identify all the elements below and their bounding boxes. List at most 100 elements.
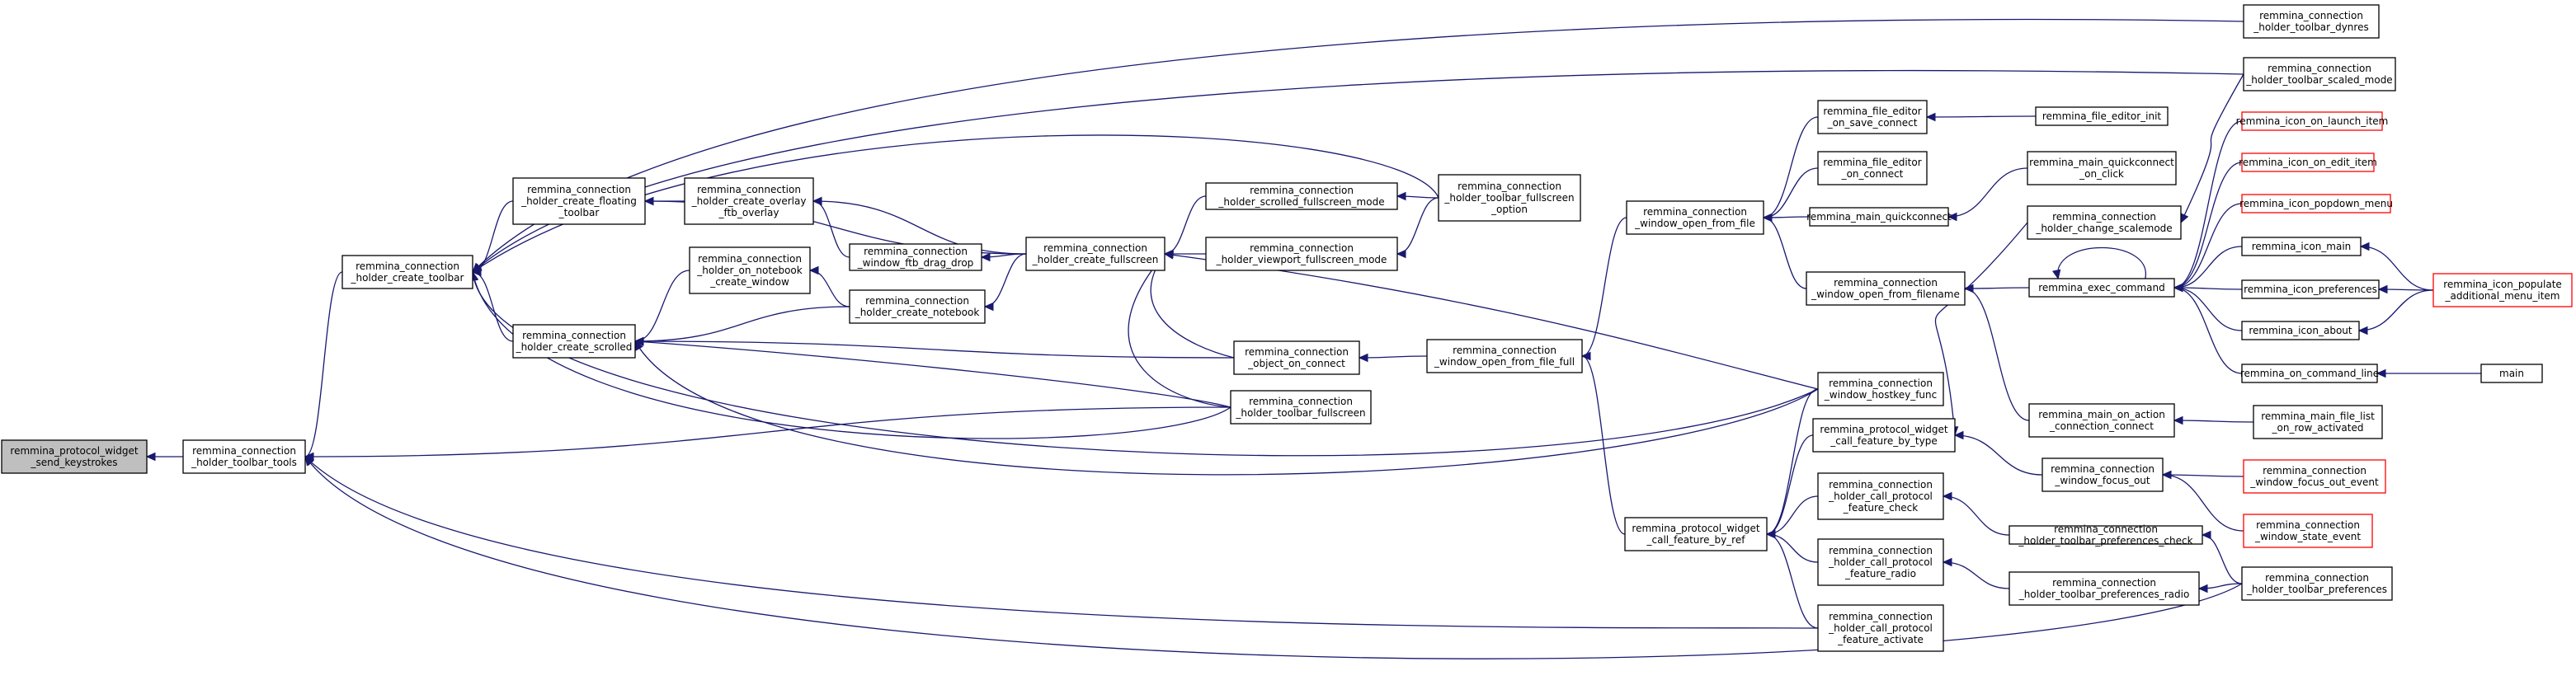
node-label: _holder_call_protocol xyxy=(1828,622,1933,634)
node-box xyxy=(2241,364,2378,383)
node-icon-populate[interactable]: remmina_icon_populate_additional_menu_it… xyxy=(2432,273,2573,307)
node-tb-preferences[interactable]: remmina_connection_holder_toolbar_prefer… xyxy=(2241,566,2393,601)
node-box xyxy=(2027,205,2182,240)
node-icon-edit[interactable]: remmina_icon_on_edit_item xyxy=(2239,152,2377,172)
node-main[interactable]: main xyxy=(2480,364,2543,383)
node-icon-about[interactable]: remmina_icon_about xyxy=(2241,321,2360,340)
node-icon-prefs[interactable]: remmina_icon_preferences xyxy=(2241,279,2380,299)
node-box xyxy=(2243,57,2396,91)
edge-tb_tools-to-root xyxy=(145,452,183,462)
edge-fe_init-to-fe_save_connect xyxy=(1925,112,2037,122)
node-hostkey-func[interactable]: remmina_connection_window_hostkey_func xyxy=(1817,372,1944,406)
node-box xyxy=(2241,566,2393,601)
node-box xyxy=(2480,364,2543,383)
edge-line xyxy=(1763,217,1807,289)
node-focus-out[interactable]: remmina_connection_window_focus_out xyxy=(2041,457,2164,492)
node-label: _holder_toolbar_scaled_mode xyxy=(2245,74,2392,86)
node-box xyxy=(2243,459,2386,494)
node-create-scrolled[interactable]: remmina_connection_holder_create_scrolle… xyxy=(512,324,636,359)
node-label: _holder_create_overlay xyxy=(691,195,807,207)
edge-tb_fullscreen-to-create_scrolled xyxy=(633,337,1231,408)
node-label: remmina_icon_populate xyxy=(2443,279,2562,290)
node-on-notebook[interactable]: remmina_connection_holder_on_notebook_cr… xyxy=(689,246,811,294)
node-scrolled-fs[interactable]: remmina_connection_holder_scrolled_fulls… xyxy=(1205,182,1398,210)
node-tb-fs-option[interactable]: remmina_connection_holder_toolbar_fullsc… xyxy=(1438,174,1581,222)
edge-line xyxy=(472,69,2244,273)
node-viewport-fs[interactable]: remmina_connection_holder_viewport_fulls… xyxy=(1205,237,1398,271)
node-mfl-row-activated[interactable]: remmina_main_file_list_on_row_activated xyxy=(2253,405,2383,439)
node-tb-pref-check[interactable]: remmina_connection_holder_toolbar_prefer… xyxy=(2009,523,2203,547)
node-label: remmina_connection xyxy=(1829,479,1933,490)
edge-arrowhead xyxy=(2173,283,2183,293)
edge-line xyxy=(634,270,690,342)
node-call-by-type[interactable]: remmina_protocol_widget_call_feature_by_… xyxy=(1812,418,1956,453)
node-call-by-ref[interactable]: remmina_protocol_widget_call_feature_by_… xyxy=(1624,517,1768,551)
node-tb-scaled-mode[interactable]: remmina_connection_holder_toolbar_scaled… xyxy=(2243,57,2396,91)
node-create-floating[interactable]: remmina_connection_holder_create_floatin… xyxy=(512,177,646,225)
edge-line xyxy=(2173,420,2254,423)
node-focus-out-event[interactable]: remmina_connection_window_focus_out_even… xyxy=(2243,459,2386,494)
node-box xyxy=(2243,514,2373,548)
node-mq-on-click[interactable]: remmina_main_quickconnect_on_click xyxy=(2027,151,2177,185)
edge-arrowhead xyxy=(1942,557,1952,567)
node-fe-on-connect[interactable]: remmina_file_editor_on_connect xyxy=(1817,151,1928,185)
node-object-on-connect[interactable]: remmina_connection_object_on_connect xyxy=(1233,340,1360,375)
node-box xyxy=(341,255,473,289)
node-root[interactable]: remmina_protocol_widget_send_keystrokes xyxy=(1,439,148,474)
node-open-file-full[interactable]: remmina_connection_window_open_from_file… xyxy=(1426,339,1583,373)
node-label: remmina_connection xyxy=(1834,277,1938,289)
node-main-on-action[interactable]: remmina_main_on_action_connection_connec… xyxy=(2028,403,2175,438)
node-tb-pref-radio[interactable]: remmina_connection_holder_toolbar_prefer… xyxy=(2009,571,2200,606)
node-icon-main[interactable]: remmina_icon_main xyxy=(2241,237,2362,256)
node-on-command-line[interactable]: remmina_on_command_line xyxy=(2240,364,2379,383)
edge-arrowhead xyxy=(1947,212,1957,222)
node-tb-tools[interactable]: remmina_connection_holder_toolbar_tools xyxy=(182,439,306,474)
node-main-quickconnect[interactable]: remmina_main_quickconnect xyxy=(1806,207,1952,227)
node-label: _holder_toolbar_preferences_check xyxy=(2018,535,2192,547)
node-ftb-drag[interactable]: remmina_connection_window_ftb_drag_drop xyxy=(849,243,982,271)
node-create-fullscreen[interactable]: remmina_connection_holder_create_fullscr… xyxy=(1025,237,1166,271)
edge-line xyxy=(634,340,1819,476)
node-fe-save-connect[interactable]: remmina_file_editor_on_save_connect xyxy=(1817,100,1928,134)
node-label: _holder_viewport_fullscreen_mode xyxy=(1216,254,1387,265)
node-label: remmina_file_editor xyxy=(1823,157,1921,168)
node-open-from-filename[interactable]: remmina_connection_window_open_from_file… xyxy=(1806,271,1966,306)
node-label: remmina_main_quickconnect xyxy=(1806,211,1952,223)
edge-arrowhead xyxy=(633,337,644,346)
node-change-scalemode[interactable]: remmina_connection_holder_change_scalemo… xyxy=(2027,205,2182,240)
edge-tb_dynres-to-create_toolbar xyxy=(472,18,2244,273)
node-label: _send_keystrokes xyxy=(31,457,118,468)
node-box xyxy=(689,246,811,294)
node-call-check[interactable]: remmina_connection_holder_call_protocol_… xyxy=(1817,472,1944,520)
node-tb-fullscreen[interactable]: remmina_connection_holder_toolbar_fullsc… xyxy=(1230,390,1372,425)
node-box xyxy=(1817,151,1928,185)
node-box xyxy=(512,324,636,359)
node-label: remmina_connection xyxy=(527,184,631,195)
edge-arrowhead xyxy=(2359,242,2370,251)
node-overlay[interactable]: remmina_connection_holder_create_overlay… xyxy=(684,177,814,225)
node-label: remmina_connection xyxy=(1043,242,1147,254)
node-label: remmina_icon_about xyxy=(2249,325,2352,336)
node-icon-launch[interactable]: remmina_icon_on_launch_item xyxy=(2236,111,2389,131)
edge-tb_scaled_mode-to-change_scalemode xyxy=(2180,73,2244,224)
node-label: remmina_connection xyxy=(2256,519,2360,531)
node-icon-popdown[interactable]: remmina_icon_popdown_menu xyxy=(2239,194,2393,213)
node-call-radio[interactable]: remmina_connection_holder_call_protocol_… xyxy=(1817,538,1944,586)
node-state-event[interactable]: remmina_connection_window_state_event xyxy=(2243,514,2373,548)
node-label: _on_save_connect xyxy=(1827,117,1918,129)
node-create-toolbar[interactable]: remmina_connection_holder_create_toolbar xyxy=(341,255,473,289)
node-create-notebook[interactable]: remmina_connection_holder_create_noteboo… xyxy=(849,289,986,324)
edge-hostkey_func-to-create_fullscreen xyxy=(1163,251,1819,390)
node-label: remmina_file_editor xyxy=(1823,106,1921,117)
edge-line xyxy=(2173,287,2243,374)
node-label: _toolbar xyxy=(558,207,600,218)
node-open-from-file[interactable]: remmina_connection_window_open_from_file xyxy=(1626,200,1764,235)
node-tb-dynres[interactable]: remmina_connection_holder_toolbar_dynres xyxy=(2243,4,2380,39)
edge-open_from_filename-to-open_from_file xyxy=(1762,213,1807,289)
node-exec-command[interactable]: remmina_exec_command xyxy=(2028,278,2175,298)
node-call-activate[interactable]: remmina_connection_holder_call_protocol_… xyxy=(1817,604,1944,652)
edge-line xyxy=(1581,217,1627,357)
node-box xyxy=(2041,457,2164,492)
edge-state_event-to-focus_out xyxy=(2161,470,2244,532)
node-fe-init[interactable]: remmina_file_editor_init xyxy=(2035,106,2169,126)
